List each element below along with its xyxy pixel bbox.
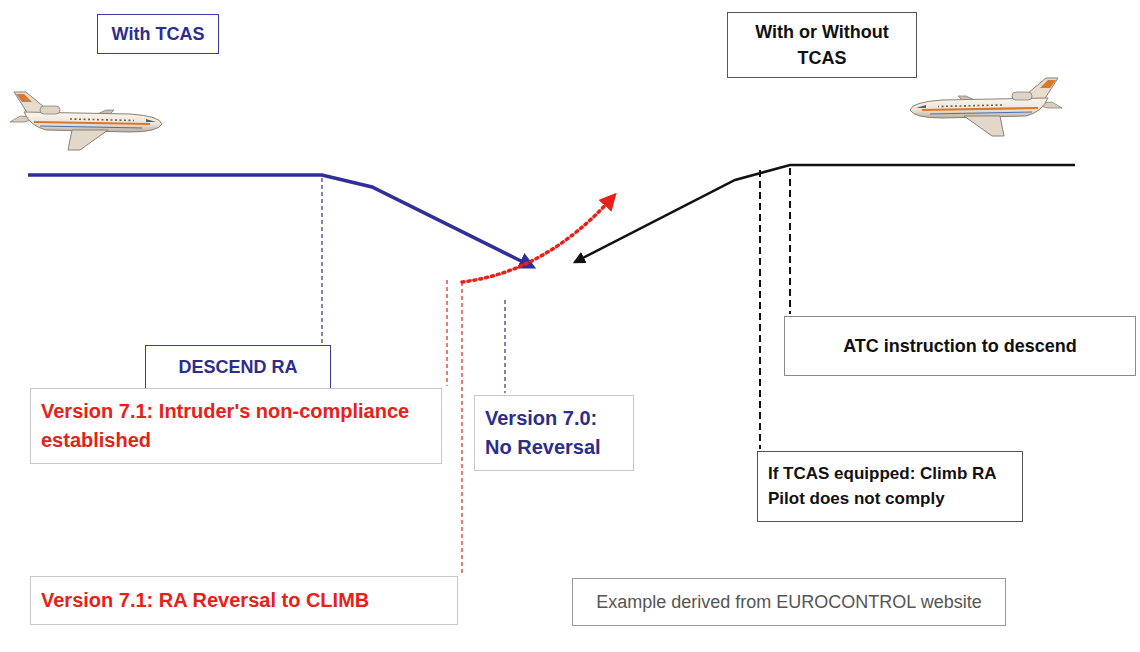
node-text: Example derived from EUROCONTROL website (581, 589, 997, 615)
node-text: DESCEND RA (154, 354, 322, 380)
atc-box: ATC instruction to descend (784, 316, 1136, 376)
node-text: ATC instruction to descend (793, 333, 1127, 359)
node-text: Version 7.0: No Reversal (485, 404, 623, 462)
intruder-box: If TCAS equipped: Climb RA Pilot does no… (757, 451, 1023, 522)
source-note: Example derived from EUROCONTROL website (572, 578, 1006, 626)
version-note: Version 7.0: No Reversal (474, 395, 634, 471)
version-note: Version 7.1: Intruder's non-compliance e… (30, 388, 442, 464)
ra-box: DESCEND RA (145, 345, 331, 389)
node-text: With TCAS (106, 21, 210, 47)
node-text: If TCAS equipped: Climb RA Pilot does no… (768, 462, 1012, 511)
version-note: Version 7.1: RA Reversal to CLIMB (30, 576, 458, 625)
node-text: With or Without TCAS (736, 19, 908, 71)
node-text: Version 7.1: Intruder's non-compliance e… (41, 397, 431, 455)
scenario-label: With TCAS (97, 14, 219, 54)
node-text: Version 7.1: RA Reversal to CLIMB (41, 586, 447, 615)
scenario-label: With or Without TCAS (727, 12, 917, 78)
